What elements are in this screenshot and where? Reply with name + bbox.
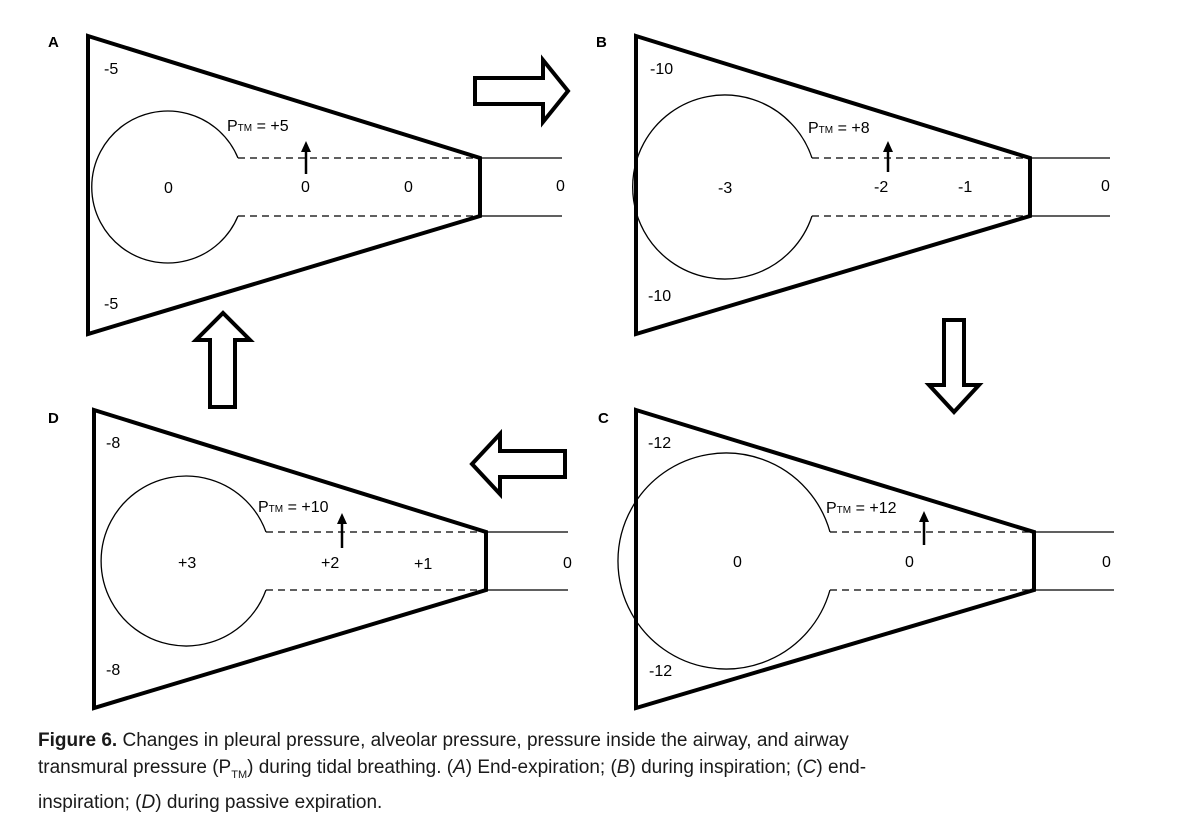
airway-pressure-inner-b: -2 xyxy=(874,179,888,196)
alveolar-pressure-b: -3 xyxy=(718,180,732,197)
caption-label: Figure 6. xyxy=(38,730,118,751)
caption-text-3b: ) during passive expiration. xyxy=(155,791,383,813)
panel-b: B -10 -10 -3 -2 -1 0 PTM = +8 xyxy=(596,33,1110,337)
caption-text-2b: ) during tidal breathing. ( xyxy=(247,757,454,778)
chest-wall-c xyxy=(634,407,1036,711)
cycle-arrow-right-icon xyxy=(473,54,571,128)
caption-ref-d: D xyxy=(141,791,156,813)
airway-pressure-outer-b: 0 xyxy=(1101,178,1110,195)
panel-letter-c: C xyxy=(598,410,609,427)
caption-text-2a: transmural pressure (P xyxy=(38,757,232,778)
caption-line-2: transmural pressure (PTM) during tidal b… xyxy=(38,754,1153,789)
airway-pressure-mid-d: +1 xyxy=(414,556,432,573)
caption-text-1: Changes in pleural pressure, alveolar pr… xyxy=(117,730,849,751)
airway-pressure-outer-a: 0 xyxy=(556,178,565,195)
caption-text-2d: ) during inspiration; ( xyxy=(629,757,803,778)
pleural-top-d: -8 xyxy=(106,435,120,452)
airway-pressure-inner-d: +2 xyxy=(321,555,339,572)
airway-pressure-outer-c: 0 xyxy=(1102,554,1111,571)
alveolus-d xyxy=(100,475,267,647)
ptm-arrow-head-b xyxy=(883,141,893,152)
alveolar-pressure-c: 0 xyxy=(733,554,742,571)
pleural-bottom-c: -12 xyxy=(649,663,672,680)
airway-pressure-outer-d: 0 xyxy=(563,555,572,572)
caption-line-1: Figure 6. Changes in pleural pressure, a… xyxy=(38,727,1153,754)
ptm-label-b: PTM = +8 xyxy=(808,120,870,137)
pleural-bottom-b: -10 xyxy=(648,288,671,305)
pleural-top-a: -5 xyxy=(104,61,118,78)
caption-text-2e: ) end- xyxy=(816,757,867,778)
chest-wall-a xyxy=(86,33,482,337)
alveolus-a xyxy=(91,110,239,264)
ptm-arrow-head-c xyxy=(919,511,929,522)
alveolar-pressure-a: 0 xyxy=(164,180,173,197)
caption-sub-tm: TM xyxy=(231,768,248,781)
ptm-arrow-head-d xyxy=(337,513,347,524)
pleural-top-b: -10 xyxy=(650,61,673,78)
airway-pressure-inner-c: 0 xyxy=(905,554,914,571)
alveolus-b xyxy=(632,94,813,280)
caption-ref-a: A xyxy=(453,757,466,778)
cycle-arrow-up-icon xyxy=(191,310,255,409)
cycle-arrow-left-icon xyxy=(469,428,567,500)
caption-line-3: inspiration; (D) during passive expirati… xyxy=(38,789,1153,816)
caption-ref-b: B xyxy=(616,757,630,778)
panel-c: C -12 -12 0 0 0 PTM = +12 xyxy=(598,407,1114,711)
ptm-label-d: PTM = +10 xyxy=(258,499,329,516)
pleural-top-c: -12 xyxy=(648,435,671,452)
ptm-label-a: PTM = +5 xyxy=(227,118,289,135)
panel-letter-d: D xyxy=(48,410,59,427)
caption-text-3a: inspiration; ( xyxy=(38,791,142,813)
panel-letter-b: B xyxy=(596,34,607,51)
pleural-bottom-a: -5 xyxy=(104,296,118,313)
caption-text-2c: ) End-expiration; ( xyxy=(465,757,617,778)
airway-pressure-mid-a: 0 xyxy=(404,179,413,196)
cycle-arrow-down-icon xyxy=(924,318,984,415)
alveolus-c xyxy=(617,452,831,670)
panel-a: A -5 -5 0 0 0 0 PTM = +5 xyxy=(48,33,565,337)
airway-pressure-inner-a: 0 xyxy=(301,179,310,196)
alveolar-pressure-d: +3 xyxy=(178,555,196,572)
airway-pressure-mid-b: -1 xyxy=(958,179,972,196)
panel-letter-a: A xyxy=(48,34,59,51)
panel-d: D -8 -8 +3 +2 +1 0 PTM = +10 xyxy=(48,407,572,711)
figure-caption: Figure 6. Changes in pleural pressure, a… xyxy=(38,727,1153,816)
ptm-arrow-head-a xyxy=(301,141,311,152)
ptm-label-c: PTM = +12 xyxy=(826,500,897,517)
caption-ref-c: C xyxy=(802,757,817,778)
pleural-bottom-d: -8 xyxy=(106,662,120,679)
